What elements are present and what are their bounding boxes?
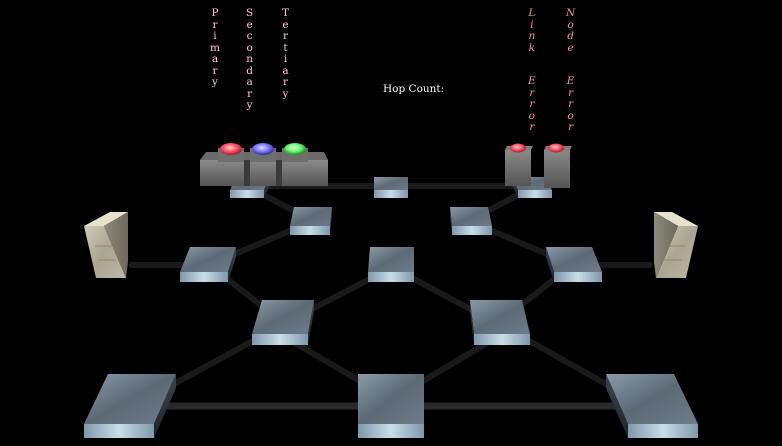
vertical-letter: e xyxy=(282,18,289,31)
vertical-letter: k xyxy=(528,41,536,54)
router-node-mid-right[interactable] xyxy=(450,207,492,235)
vertical-letter: d xyxy=(246,64,253,77)
vertical-letter: r xyxy=(247,87,253,100)
vertical-letter: d xyxy=(567,30,574,42)
vertical-letter: E xyxy=(528,75,536,87)
vertical-letter: c xyxy=(246,30,253,42)
vertical-letter: N xyxy=(566,7,576,19)
led-primary-icon xyxy=(220,143,242,155)
server-tower-left[interactable] xyxy=(84,212,128,278)
vertical-letter: r xyxy=(282,76,289,88)
router-node-bottom-right[interactable] xyxy=(606,374,698,438)
server-tower-right[interactable] xyxy=(654,212,698,278)
vertical-letter: e xyxy=(567,41,574,54)
vertical-letter: e xyxy=(246,18,253,31)
router-node-low-left[interactable] xyxy=(252,300,314,345)
vertical-letter: r xyxy=(212,18,218,31)
network-links xyxy=(129,183,653,410)
link-center-lowright[interactable] xyxy=(409,275,475,313)
link-midright-rowright[interactable] xyxy=(487,227,555,259)
router-node-low-right[interactable] xyxy=(470,300,530,345)
vertical-letter: r xyxy=(282,30,289,42)
vertical-letter: i xyxy=(283,53,288,65)
vertical-letter: r xyxy=(529,121,535,133)
vertical-letter: o xyxy=(528,109,535,122)
vertical-letter: r xyxy=(212,64,218,77)
router-node-bottom-center[interactable] xyxy=(358,374,424,438)
vertical-letter: o xyxy=(567,109,574,122)
link-rowright-lowright[interactable] xyxy=(517,275,559,309)
link-midleft-rowleft[interactable] xyxy=(227,227,295,259)
error-indicator-node xyxy=(544,146,572,188)
vertical-letter: y xyxy=(246,99,253,111)
vertical-letter: n xyxy=(246,53,253,65)
vertical-letter: a xyxy=(282,64,289,77)
vertical-letter: r xyxy=(568,121,574,133)
vertical-letter: r xyxy=(529,86,535,99)
router-node-bottom-left[interactable] xyxy=(84,374,176,438)
vertical-letter: o xyxy=(246,41,253,54)
vertical-letter: i xyxy=(213,30,217,42)
vertical-letter: r xyxy=(568,86,574,99)
router-node-row-right[interactable] xyxy=(546,247,602,282)
hop-count-label: Hop Count: xyxy=(383,83,445,95)
led-node-error-icon xyxy=(548,143,564,153)
link-lowleft-bottomcenter[interactable] xyxy=(287,337,368,387)
vertical-letter: o xyxy=(567,18,574,31)
vertical-letter: a xyxy=(211,53,219,65)
router-nodes xyxy=(84,177,698,438)
led-secondary-icon xyxy=(252,143,274,155)
vertical-letter: a xyxy=(246,76,253,88)
link-lowleft-bottomleft[interactable] xyxy=(171,335,261,387)
vertical-letter: S xyxy=(246,7,254,19)
router-node-mid-left[interactable] xyxy=(290,207,332,235)
vertical-letter: y xyxy=(282,87,289,100)
vertical-letter: y xyxy=(212,76,218,88)
led-link-error-icon xyxy=(510,143,526,153)
vertical-letter: r xyxy=(568,98,574,110)
link-rowleft-lowleft[interactable] xyxy=(223,275,265,309)
vertical-letter: T xyxy=(282,7,290,19)
led-tertiary-icon xyxy=(284,143,306,155)
router-node-top-center[interactable] xyxy=(374,177,408,198)
vertical-letter: i xyxy=(530,18,534,31)
router-node-row-left[interactable] xyxy=(180,247,236,282)
vertical-letter: t xyxy=(283,41,288,54)
router-node-center[interactable] xyxy=(368,247,414,282)
vertical-letter: E xyxy=(566,75,575,87)
vertical-letter: n xyxy=(528,30,536,42)
link-lowright-bottomright[interactable] xyxy=(521,335,609,387)
vertical-letter: m xyxy=(210,41,220,54)
vertical-letter: r xyxy=(529,98,535,110)
vertical-letter: P xyxy=(211,7,219,19)
vertical-letter: L xyxy=(528,7,536,19)
link-lowright-bottomcenter[interactable] xyxy=(415,337,495,387)
link-lowleft-center[interactable] xyxy=(307,275,375,313)
